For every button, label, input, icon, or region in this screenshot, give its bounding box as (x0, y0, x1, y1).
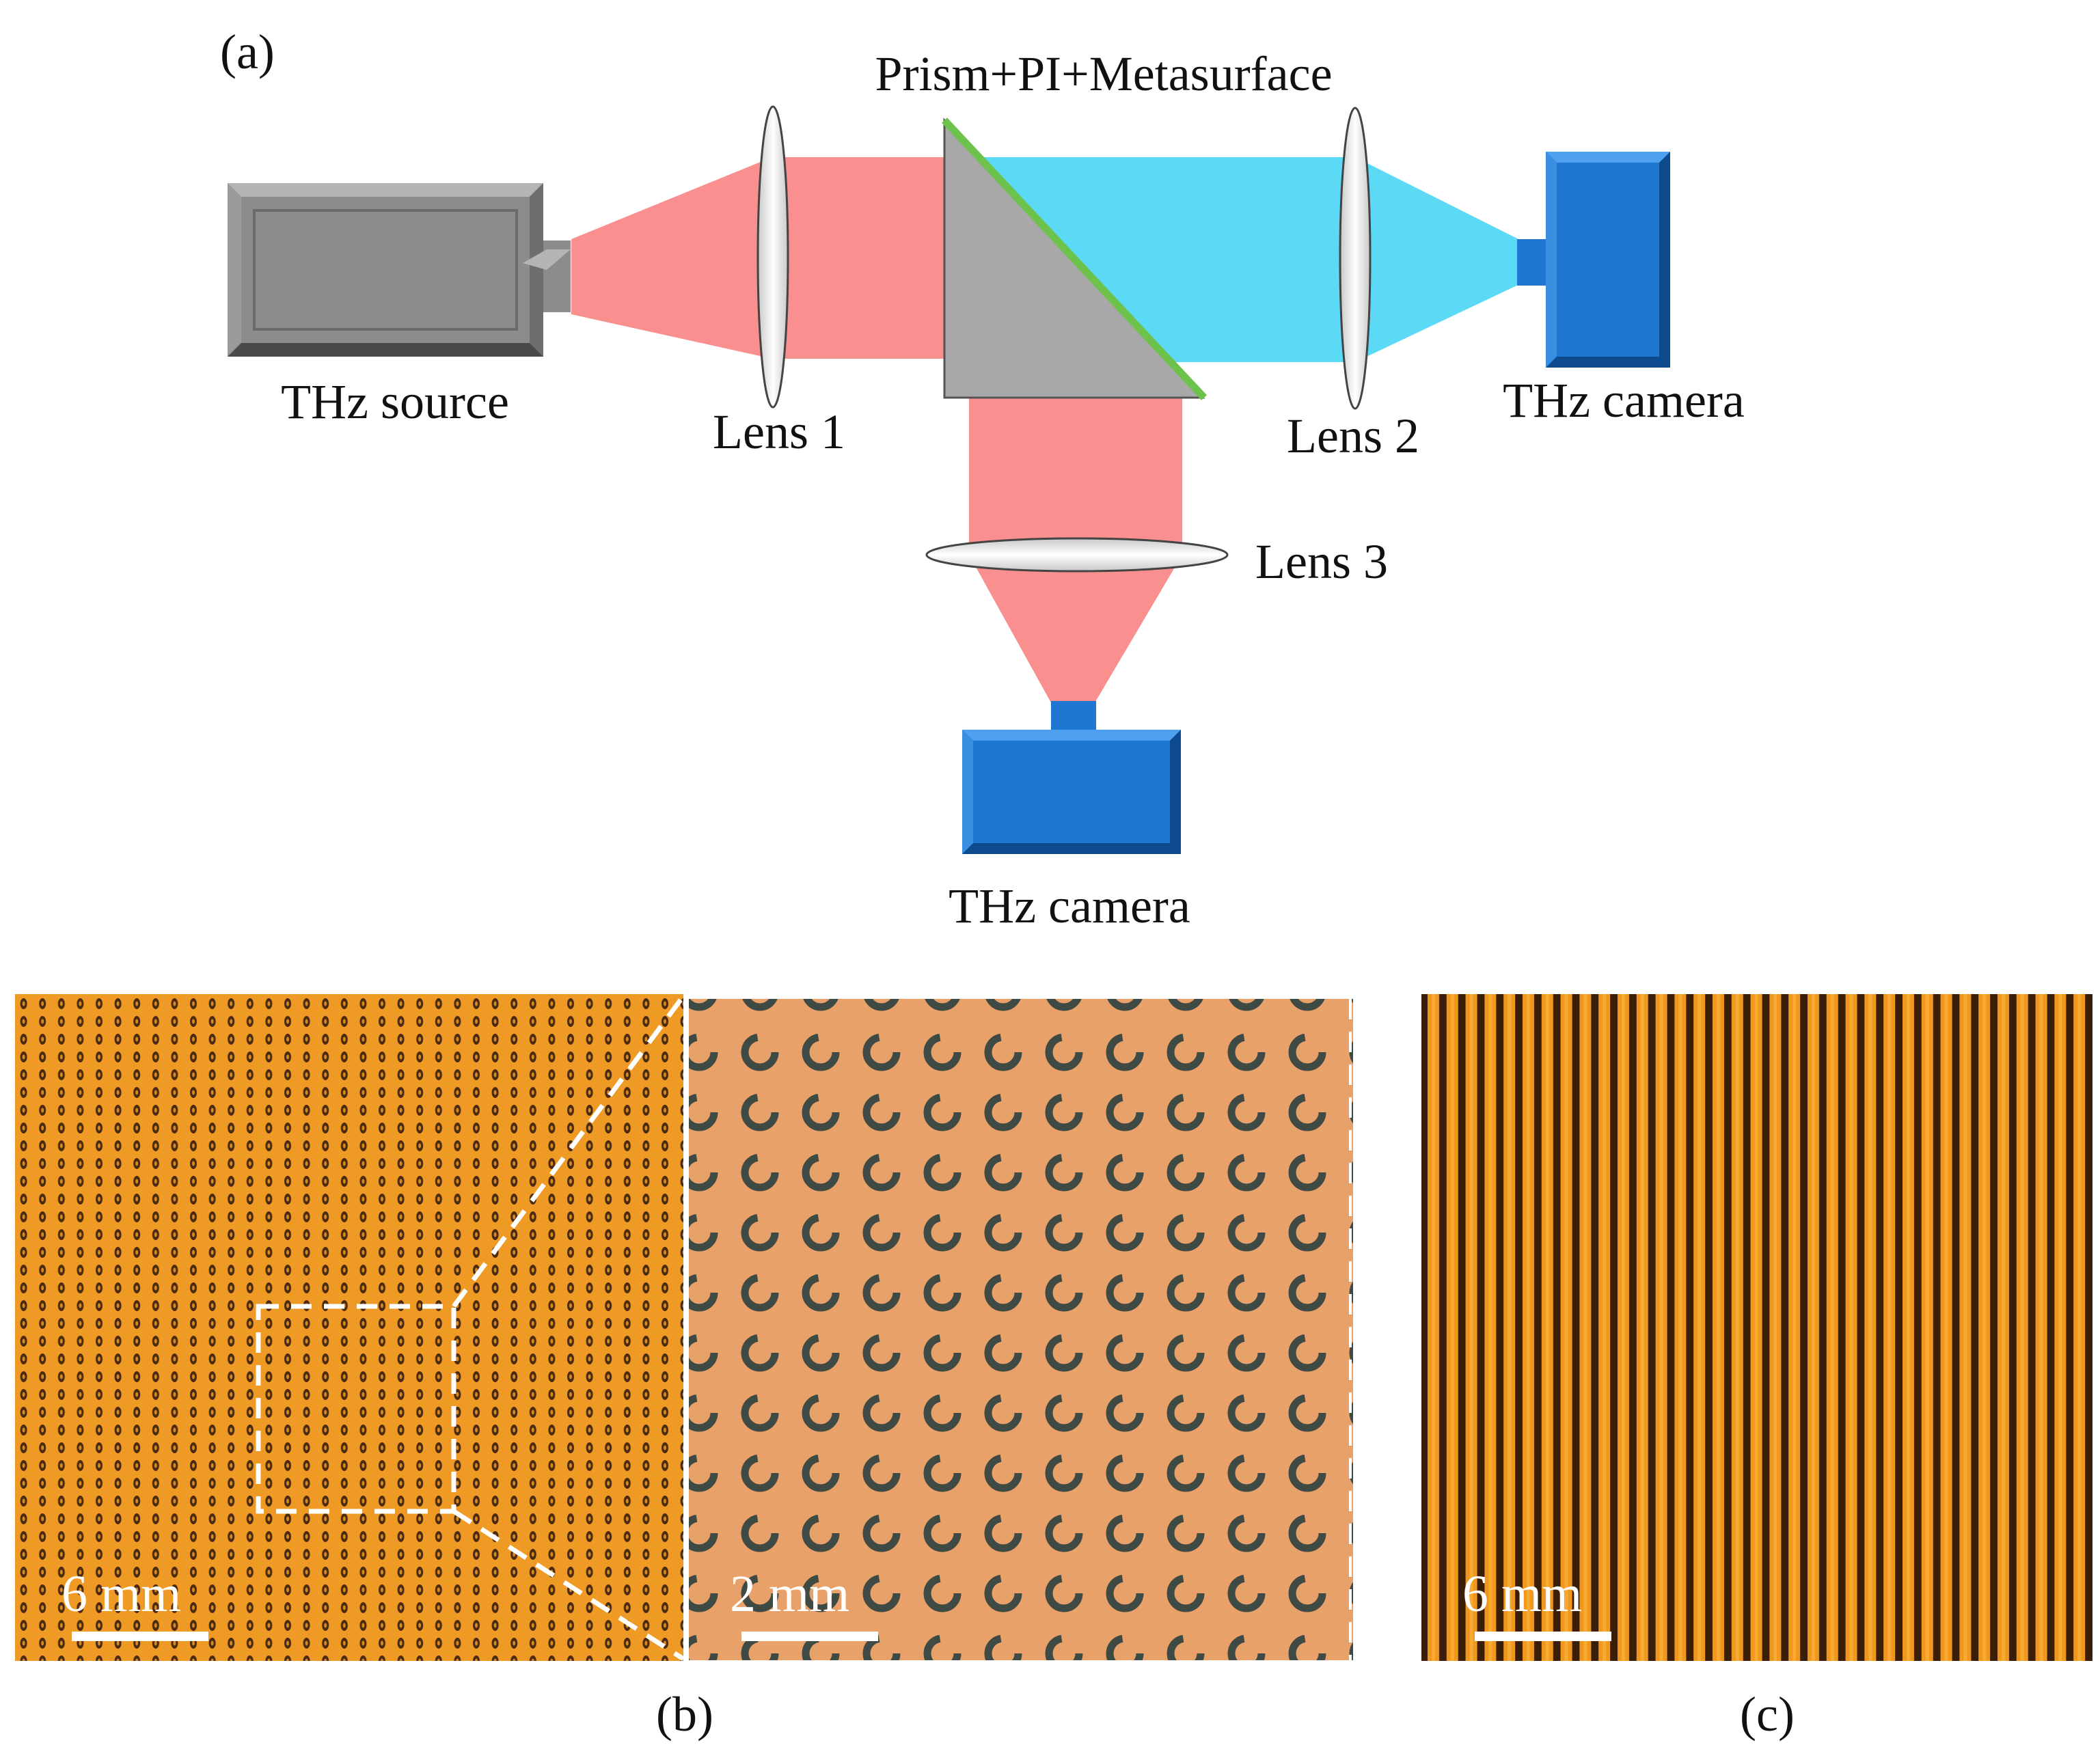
panel-b: 6 mm 2 mm (b) (15, 994, 1353, 1742)
lens-3 (925, 537, 1229, 573)
scale-bar-b-left-label: 6 mm (62, 1565, 181, 1623)
scale-bar-c-label: 6 mm (1462, 1565, 1582, 1623)
panel-b-label: (b) (656, 1687, 713, 1742)
lens-1-label: Lens 1 (713, 404, 845, 459)
lens-2-label: Lens 2 (1287, 409, 1419, 463)
thz-camera-right (1517, 152, 1670, 368)
thz-camera-bottom (962, 701, 1181, 854)
scale-bar-b-zoom-label: 2 mm (730, 1565, 849, 1623)
panel-c: 6 mm (c) (1421, 994, 2092, 1742)
beam-lens1-to-prism (772, 157, 945, 359)
metasurface (941, 118, 1208, 400)
lens-1 (756, 105, 789, 409)
zoom-line-bottom (452, 1509, 685, 1661)
beam-prism-to-lens3 (969, 396, 1182, 555)
thz-camera-bottom-label: THz camera (949, 879, 1190, 933)
thz-source-label: THz source (281, 374, 509, 429)
scale-bar-b-left (72, 1632, 208, 1641)
thz-camera-right-label: THz camera (1503, 373, 1745, 428)
beam-lens2-to-camera (1355, 157, 1525, 362)
micrograph-b-zoom (686, 999, 1353, 1660)
scale-bar-c (1475, 1632, 1611, 1641)
panel-a: (a) (220, 25, 1745, 933)
inset-box (256, 1304, 456, 1514)
lens-3-label: Lens 3 (1255, 534, 1388, 589)
beam-lens3-to-camera (969, 555, 1182, 705)
panel-c-label: (c) (1740, 1687, 1795, 1742)
prism-label: Prism+PI+Metasurface (875, 46, 1332, 101)
micrograph-b-full (15, 994, 686, 1661)
micrograph-c (1421, 994, 2092, 1661)
lens-2 (1339, 107, 1372, 410)
panel-a-label: (a) (220, 25, 275, 79)
beam-source-to-lens1 (571, 157, 772, 359)
scale-bar-b-zoom (741, 1632, 878, 1641)
thz-source (228, 183, 571, 357)
